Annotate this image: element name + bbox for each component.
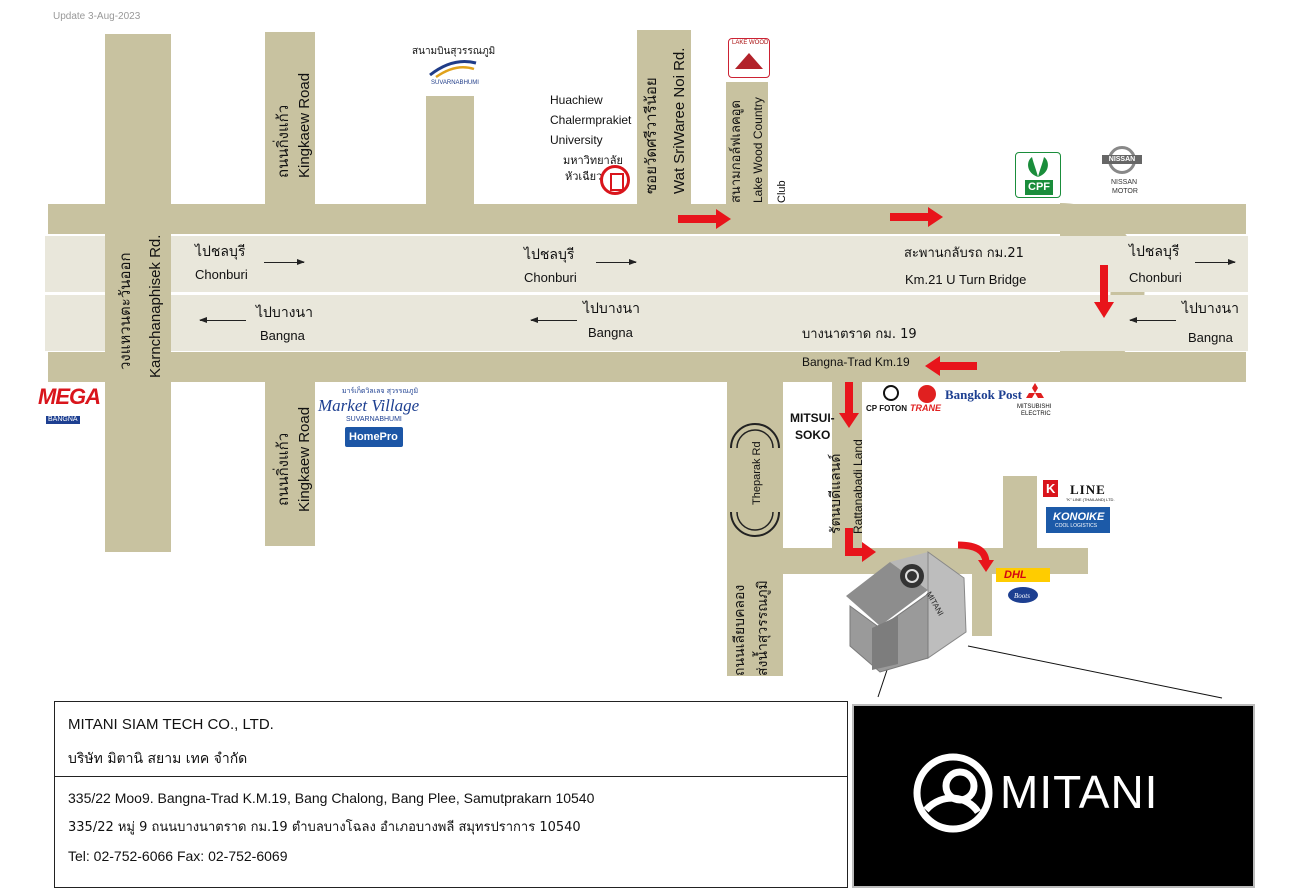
- uturn-thai-label: สะพานกลับรถ กม.21: [904, 246, 1024, 261]
- bangna-english-2: Bangna: [588, 325, 633, 340]
- company-info-panel: MITANI SIAM TECH CO., LTD. บริษัท มิตานิ…: [54, 701, 848, 888]
- mitani-logo-text: MITANI: [1000, 766, 1159, 818]
- info-divider: [55, 776, 847, 777]
- nissan-sub-1: NISSAN: [1111, 179, 1138, 186]
- suvarnabhumi-road: [426, 96, 474, 206]
- boots-text: Boots: [1014, 592, 1030, 600]
- lakewood-bird-icon: [735, 53, 763, 69]
- u-turn-road: [1058, 203, 1145, 382]
- chonburi-english-3: Chonburi: [1129, 270, 1182, 285]
- market-village-logo: Market Village: [318, 396, 420, 415]
- mitsubishi-text-1: MITSUBISHI: [1017, 404, 1052, 410]
- konoike-logo: KONOIKE COOL LOGISTICS: [1046, 507, 1110, 533]
- chonburi-thai-3: ไปชลบุรี: [1129, 244, 1180, 260]
- lane-bangna: [45, 295, 1248, 351]
- lakewood-logo-text: LAKE WOOD: [732, 40, 769, 46]
- mitsui-soko-label-1: MITSUI-: [790, 411, 835, 425]
- homepro-text: HomePro: [349, 431, 398, 443]
- huachiew-line-3: University: [550, 133, 603, 147]
- homepro-logo: HomePro: [345, 427, 403, 447]
- huachiew-seal-icon: [600, 165, 630, 195]
- market-village-thai: มาร์เก็ตวิลเลจ สุวรรณภูมิ: [342, 387, 419, 395]
- bangnatrad-thai-label: บางนาตราด กม. 19: [802, 327, 917, 342]
- update-date: Update 3-Aug-2023: [53, 11, 141, 22]
- kline-text: LINE: [1070, 482, 1106, 497]
- trane-circle-icon: [918, 385, 936, 403]
- mitsui-soko-label-2: SOKO: [795, 428, 831, 442]
- bangna-thai-3: ไปบางนา: [1182, 301, 1239, 317]
- chonburi-english-2: Chonburi: [524, 270, 577, 285]
- dhl-text: DHL: [1004, 569, 1027, 581]
- arrow-right-3: [1195, 259, 1236, 265]
- nissan-sub-2: MOTOR: [1112, 188, 1138, 195]
- cpf-logo: CPF: [1015, 152, 1061, 198]
- bangna-thai-1: ไปบางนา: [256, 305, 313, 321]
- bangna-english-1: Bangna: [260, 328, 305, 343]
- arrow-left-1: [199, 317, 246, 323]
- arrow-right-2: [596, 259, 637, 265]
- nissan-logo: NISSAN: [1102, 146, 1144, 176]
- arrow-left-3: [1129, 317, 1176, 323]
- mitani-emblem-icon: [913, 753, 993, 833]
- theparak-arcs: [730, 423, 780, 537]
- soi-right-vertical: [1003, 476, 1037, 566]
- boots-logo: Boots: [1008, 587, 1038, 603]
- lakewood-road: [726, 82, 768, 206]
- dhl-logo: DHL: [996, 568, 1050, 582]
- arrow-left-2: [530, 317, 577, 323]
- wat-sriwaree-road: [637, 30, 691, 206]
- bangna-thai-2: ไปบางนา: [583, 301, 640, 317]
- kline-sub: "K" LINE (THAILAND) LTD.: [1066, 497, 1115, 502]
- tel-fax: Tel: 02-752-6066 Fax: 02-752-6069: [68, 848, 288, 864]
- mega-bangna-logo: MEGA BANGNA: [38, 384, 101, 426]
- uturn-english-label: Km.21 U Turn Bridge: [905, 272, 1027, 287]
- bangkok-post-text: Bangkok Post: [945, 387, 1022, 402]
- nissan-bar-text: NISSAN: [1102, 155, 1142, 164]
- suvarnabhumi-english-label: SUVARNABHUMI: [431, 80, 479, 86]
- kline-k-text: K: [1046, 481, 1056, 496]
- mitsubishi-diamonds-icon: [1026, 383, 1044, 398]
- market-village-sub: SUVARNABHUMI: [346, 416, 402, 423]
- trane-text: TRANE: [910, 403, 941, 413]
- address-thai: 335/22 หมู่ 9 ถนนบางนาตราด กม.19 ตำบลบาง…: [68, 820, 581, 835]
- huachiew-line-1: Huachiew: [550, 93, 603, 107]
- kingkaew-road-bottom: [265, 380, 315, 546]
- chonburi-thai-2: ไปชลบุรี: [524, 247, 575, 263]
- company-name-thai: บริษัท มิตานิ สยาม เทค จำกัด: [68, 751, 248, 767]
- bangnatrad-english-label: Bangna-Trad Km.19: [802, 355, 910, 369]
- company-name-english: MITANI SIAM TECH CO., LTD.: [68, 716, 274, 733]
- huachiew-thai-1: มหาวิทยาลัย: [563, 154, 623, 167]
- soi-dhl-vertical: [972, 566, 992, 636]
- konoike-sub: COOL LOGISTICS: [1055, 523, 1098, 529]
- kingkaew-road-top: [265, 32, 315, 206]
- lakewood-logo: LAKE WOOD: [728, 38, 770, 78]
- bangna-english-3: Bangna: [1188, 330, 1233, 345]
- mega-text: MEGA: [38, 384, 101, 409]
- chonburi-thai-1: ไปชลบุรี: [195, 244, 246, 260]
- karnchanaphisek-road: [105, 34, 171, 552]
- lane-bangna-right: [1120, 295, 1248, 351]
- kline-k-box: K: [1043, 480, 1058, 497]
- cpf-text: CPF: [1025, 180, 1053, 195]
- highway-lower-edge: [48, 352, 1246, 382]
- lane-chonburi: [45, 236, 1248, 292]
- mitsubishi-text-2: ELECTRIC: [1021, 411, 1051, 417]
- cpf-leaf-icon: [1028, 157, 1048, 177]
- cp-foton-icon: [883, 385, 899, 401]
- mega-sub-text: BANGNA: [46, 416, 80, 424]
- suvarnabhumi-thai-label: สนามบินสุวรรณภูมิ: [412, 46, 496, 57]
- chonburi-english-1: Chonburi: [195, 267, 248, 282]
- konoike-text: KONOIKE: [1053, 511, 1105, 523]
- cp-foton-text: CP FOTON: [866, 404, 908, 413]
- huachiew-line-2: Chalermprakiet: [550, 113, 632, 127]
- mitani-building-icon: [846, 551, 967, 673]
- address-english: 335/22 Moo9. Bangna-Trad K.M.19, Bang Ch…: [68, 790, 595, 806]
- arrow-right-1: [264, 259, 305, 265]
- suvarnabhumi-logo-icon: [429, 60, 477, 79]
- huachiew-thai-2: หัวเฉียว: [565, 170, 603, 183]
- highway-upper-edge: [48, 204, 1246, 234]
